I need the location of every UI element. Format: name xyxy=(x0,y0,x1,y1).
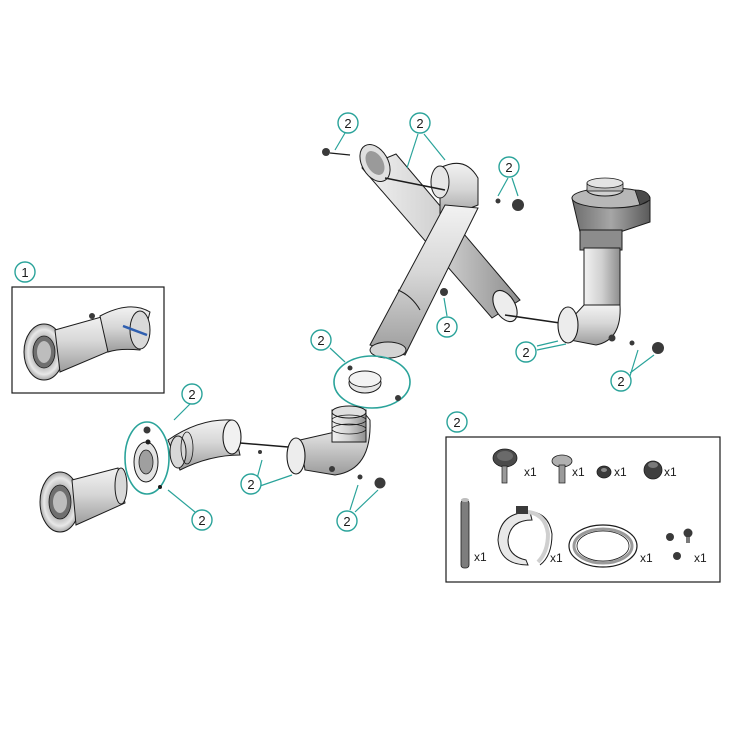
qty-knurled-nut: x1 xyxy=(664,465,677,479)
svg-text:2: 2 xyxy=(416,116,423,131)
upper-arm-assembly xyxy=(322,144,561,359)
qty-tie-rod: x1 xyxy=(474,550,487,564)
lower-bell-mouth xyxy=(39,471,81,533)
seal-ring-icon xyxy=(568,524,638,568)
knob-screw-icon xyxy=(492,448,518,484)
callout-1-label: 1 xyxy=(21,265,28,280)
assembly-callout-badges: 2 2 2 2 2 2 2 2 2 2 2 xyxy=(181,112,632,532)
pivot-knurled-nut xyxy=(652,342,664,354)
callout-1-badge: 1 xyxy=(14,261,36,283)
lower-arm-assembly xyxy=(39,405,386,533)
svg-text:2: 2 xyxy=(198,513,205,528)
pivot-head-assembly xyxy=(557,177,664,354)
detail-1-group: 1 xyxy=(11,261,165,394)
qty-hex-nut: x1 xyxy=(614,465,627,479)
callout-2-a: 2 xyxy=(337,112,359,134)
callout-2-e: 2 xyxy=(515,341,537,363)
qty-clamp-collar: x1 xyxy=(550,551,563,565)
qty-mushroom-screw: x1 xyxy=(572,465,585,479)
qty-knob-screw: x1 xyxy=(524,465,537,479)
svg-text:2: 2 xyxy=(522,345,529,360)
qty-seal-ring: x1 xyxy=(640,551,653,565)
callout-2-c: 2 xyxy=(498,156,520,178)
svg-text:2: 2 xyxy=(617,374,624,389)
knurled-nut-icon xyxy=(643,460,663,480)
detail-1-frame xyxy=(11,286,165,394)
svg-text:2: 2 xyxy=(344,116,351,131)
svg-text:2: 2 xyxy=(443,320,450,335)
callout-2-f: 2 xyxy=(610,370,632,392)
clamp-collar-icon xyxy=(497,506,553,566)
callout-2-d: 2 xyxy=(436,316,458,338)
svg-text:2: 2 xyxy=(247,477,254,492)
kit-callout-label: 2 xyxy=(453,415,460,430)
kit-2-group: 2 x1 x1 x1 x1 xyxy=(445,411,721,583)
small-fasteners-icon xyxy=(666,528,693,560)
callout-2-h: 2 xyxy=(181,383,203,405)
mushroom-screw-icon xyxy=(551,454,573,484)
upper-arm-tube-b xyxy=(369,204,479,356)
svg-text:2: 2 xyxy=(317,333,324,348)
callout-2-i: 2 xyxy=(191,509,213,531)
assembly-callouts xyxy=(167,132,655,513)
lower-bell-tube xyxy=(71,467,126,526)
callout-2-kit-badge: 2 xyxy=(446,411,468,433)
center-collar-group xyxy=(333,355,411,409)
upper-knurled-nut xyxy=(495,198,524,211)
lower-knurled-nut xyxy=(374,477,386,489)
qty-small-fasteners: x1 xyxy=(694,551,707,565)
callout-2-k: 2 xyxy=(336,510,358,532)
callout-2-b: 2 xyxy=(409,112,431,134)
pivot-head-column xyxy=(583,247,621,309)
callout-2-g: 2 xyxy=(310,329,332,351)
detail-1-bell-mouth xyxy=(23,323,65,381)
svg-text:2: 2 xyxy=(343,514,350,529)
tie-rod-icon xyxy=(460,498,470,569)
callout-2-j: 2 xyxy=(240,473,262,495)
upper-knob-left xyxy=(322,148,351,156)
hex-nut-icon xyxy=(596,465,612,479)
kit-frame xyxy=(445,436,721,583)
svg-text:2: 2 xyxy=(188,387,195,402)
svg-text:2: 2 xyxy=(505,160,512,175)
